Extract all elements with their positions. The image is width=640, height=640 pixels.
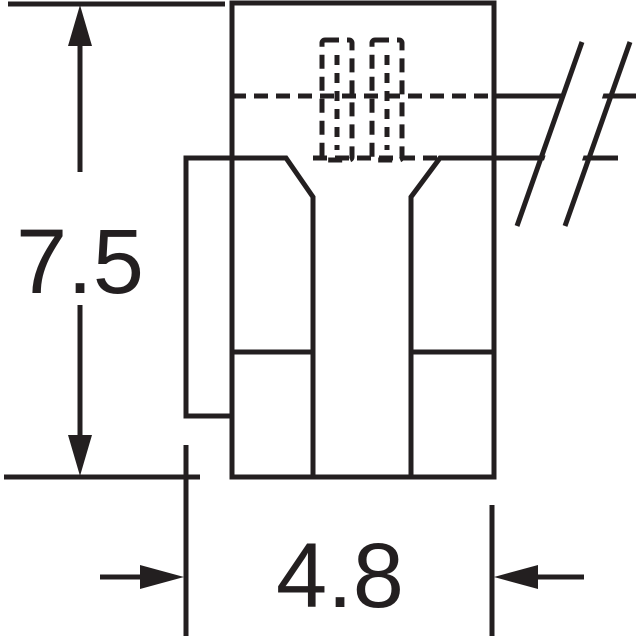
height-arrow-top (68, 5, 92, 46)
hidden-contact-left (319, 37, 355, 163)
hidden-contact-inner (334, 55, 390, 150)
width-arrow-right (494, 565, 538, 589)
hidden-contact-right (369, 37, 405, 163)
hidden-features (232, 37, 494, 163)
housing-body (229, 0, 497, 480)
break-slash-right (562, 41, 633, 227)
break-mask (523, 42, 620, 226)
height-arrow-bottom (68, 435, 92, 476)
break-slash-left (514, 41, 585, 227)
left-channel-wall (232, 155, 316, 477)
width-arrow-left (140, 565, 184, 589)
right-channel-wall (408, 155, 494, 477)
width-dimension-label: 4.8 (276, 525, 404, 627)
height-dimension-label: 7.5 (16, 211, 144, 313)
side-latch-tab (183, 155, 232, 419)
